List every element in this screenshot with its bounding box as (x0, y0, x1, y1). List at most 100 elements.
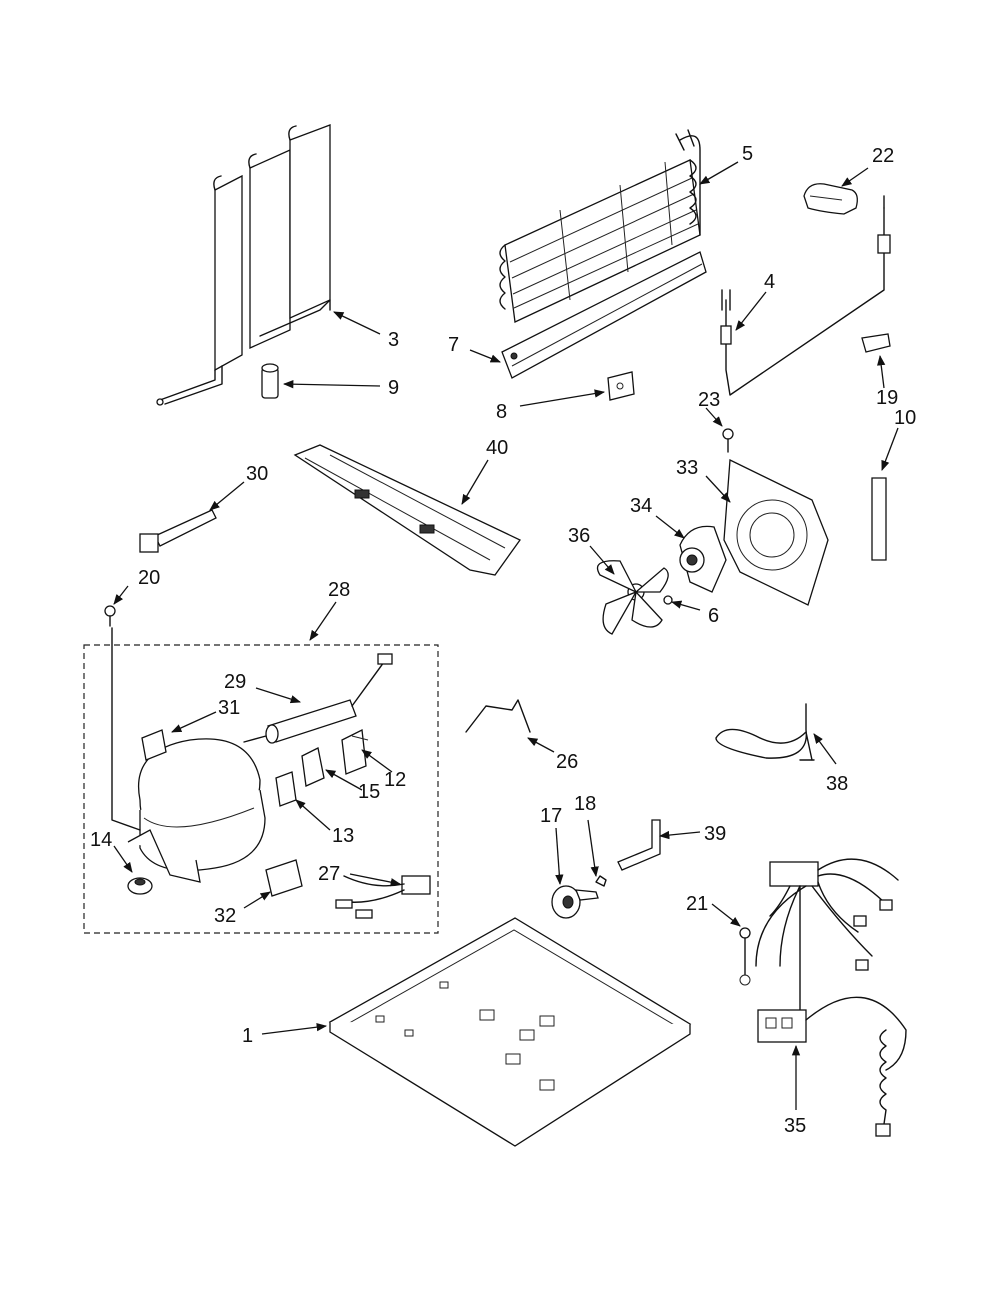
condenser-coil (156, 124, 331, 406)
label-part-34: 34 (630, 495, 652, 517)
defrost-sensor-wire (720, 195, 891, 396)
capacitor (265, 859, 303, 897)
label-part-30: 30 (246, 463, 268, 485)
mounting-bracket (607, 371, 635, 401)
leader-15 (325, 769, 363, 791)
fan-nut (663, 595, 673, 605)
leader-30 (209, 481, 245, 511)
leader-20 (113, 585, 129, 605)
axle-pin (595, 875, 607, 887)
leader-6 (671, 600, 701, 611)
leader-8 (519, 389, 606, 407)
screw-23 (722, 428, 734, 453)
drier-cylinder (261, 363, 279, 399)
leader-4 (735, 291, 767, 331)
leader-7 (469, 349, 501, 363)
label-part-22: 22 (872, 145, 894, 167)
screw-20 (104, 605, 116, 627)
drain-hose (715, 703, 815, 761)
fan-blade (596, 560, 669, 635)
overload-protector (341, 729, 369, 775)
leader-13 (295, 799, 331, 831)
leader-lines (113, 161, 899, 1110)
label-part-29: 29 (224, 671, 246, 693)
wiring-harness (755, 858, 907, 1137)
wire-rod (465, 699, 531, 733)
roller-wheel (551, 885, 599, 919)
leader-10 (881, 427, 899, 471)
label-part-20: 20 (138, 567, 160, 589)
leader-22 (841, 167, 869, 187)
leader-17 (555, 827, 564, 886)
label-part-31: 31 (218, 697, 240, 719)
label-part-3: 3 (388, 329, 399, 351)
label-part-32: 32 (214, 905, 236, 927)
tray-cover (293, 444, 521, 576)
label-part-26: 26 (556, 751, 578, 773)
leader-23 (705, 407, 723, 427)
drain-trough (501, 251, 707, 379)
leader-34 (655, 515, 685, 539)
leader-9 (282, 380, 381, 389)
label-part-18: 18 (574, 793, 596, 815)
leader-18 (587, 819, 599, 878)
leader-33 (705, 475, 731, 503)
leader-28 (309, 601, 337, 641)
fan-motor (679, 525, 727, 593)
evaporator-assembly (499, 129, 701, 323)
start-relay (301, 747, 325, 787)
defrost-heater-tube (139, 509, 217, 553)
label-part-23: 23 (698, 389, 720, 411)
label-part-7: 7 (448, 334, 459, 356)
label-part-10: 10 (894, 407, 916, 429)
leader-26 (527, 737, 555, 753)
control-cap (803, 183, 858, 215)
terminal-clip (275, 771, 297, 807)
label-part-14: 14 (90, 829, 112, 851)
label-part-13: 13 (332, 825, 354, 847)
compressor-kit-boundary (83, 644, 439, 934)
leader-1 (261, 1023, 328, 1035)
leader-21 (711, 903, 741, 927)
label-part-38: 38 (826, 773, 848, 795)
label-part-1: 1 (242, 1025, 253, 1047)
relay-cover (141, 729, 167, 761)
label-part-21: 21 (686, 893, 708, 915)
label-part-12: 12 (384, 769, 406, 791)
base-frame (328, 917, 692, 1147)
leader-31 (171, 711, 217, 733)
leader-5 (699, 161, 739, 185)
leader-3 (333, 311, 381, 335)
label-part-17: 17 (540, 805, 562, 827)
label-part-5: 5 (742, 143, 753, 165)
label-part-35: 35 (784, 1115, 806, 1137)
wire-clip (861, 333, 891, 353)
label-part-9: 9 (388, 377, 399, 399)
l-tube (617, 819, 661, 871)
label-part-39: 39 (704, 823, 726, 845)
leader-29 (255, 687, 301, 704)
insulation-strip (871, 477, 887, 561)
leader-27 (349, 873, 402, 887)
leader-36 (589, 545, 615, 575)
grommet (127, 877, 153, 895)
leader-39 (658, 830, 701, 840)
label-part-27: 27 (318, 863, 340, 885)
label-part-6: 6 (708, 605, 719, 627)
power-cord-harness (335, 875, 431, 919)
label-part-28: 28 (328, 579, 350, 601)
label-part-36: 36 (568, 525, 590, 547)
fan-shroud (723, 458, 829, 606)
label-part-4: 4 (764, 271, 775, 293)
label-part-15: 15 (358, 781, 380, 803)
leader-14 (113, 845, 133, 873)
leader-19 (877, 354, 886, 389)
compressor (111, 627, 266, 883)
leader-32 (243, 891, 271, 909)
screw-21 (739, 927, 751, 986)
leader-40 (461, 459, 489, 505)
leader-12 (361, 749, 393, 773)
filter-drier (243, 653, 393, 744)
leader-38 (813, 733, 837, 765)
